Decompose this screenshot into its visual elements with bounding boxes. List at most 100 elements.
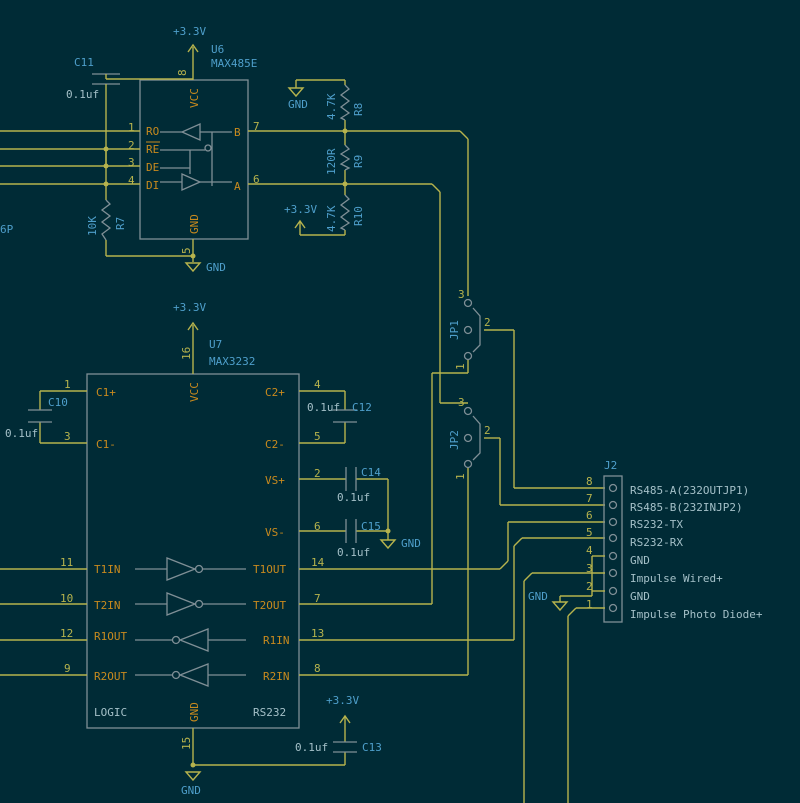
svg-text:6: 6 xyxy=(586,509,593,522)
jp1-pin1: 1 xyxy=(454,363,467,370)
u7-pin-t2out: T2OUT xyxy=(253,599,286,612)
r7-ref: R7 xyxy=(114,217,127,230)
u7-gnd-symbol: GND xyxy=(181,771,202,797)
jp1-jumper[interactable]: 3 2 1 JP1 xyxy=(448,288,491,373)
u7-pnum-2: 2 xyxy=(314,467,321,480)
vs-gnd-symbol: GND xyxy=(379,531,421,550)
j2-pin-7-label: RS485-B(232INJP2) xyxy=(630,501,743,514)
u7-gnd-num: 15 xyxy=(180,737,193,750)
u6-max485e[interactable]: U6 MAX485E VCC 8 GND 5 RO RE DE DI 1 2 3… xyxy=(128,43,260,254)
u7-pnum-8: 8 xyxy=(314,662,321,675)
u6-wires xyxy=(0,47,469,404)
u7-wires xyxy=(0,325,605,766)
c11-value: 0.1uf xyxy=(66,88,99,101)
u7-pin-t1in: T1IN xyxy=(94,563,121,576)
j2-pin-8: 8 RS485-A(232OUTJP1) xyxy=(586,475,749,497)
j2-pin-3-label: Impulse Wired+ xyxy=(630,572,723,585)
r7-resistor[interactable]: 10K R7 xyxy=(86,199,127,241)
j2-pin-4-label: GND xyxy=(630,554,650,567)
r10-resistor[interactable]: 4.7K R10 xyxy=(325,194,365,232)
u7-value: MAX3232 xyxy=(209,355,255,368)
u7-pnum-14: 14 xyxy=(311,556,325,569)
u6-vcc-pin: VCC xyxy=(188,88,201,108)
u6-pnum-7: 7 xyxy=(253,120,260,133)
u6-ref: U6 xyxy=(211,43,224,56)
c11-capacitor[interactable]: C11 0.1uf xyxy=(66,56,120,101)
u7-pnum-3: 3 xyxy=(64,430,71,443)
c13-value: 0.1uf xyxy=(295,741,328,754)
svg-text:1: 1 xyxy=(586,598,593,611)
u7-pnum-1: 1 xyxy=(64,378,71,391)
c10-ref: C10 xyxy=(48,396,68,409)
j2-gnd-symbol: GND xyxy=(528,590,569,612)
r10-vcc-symbol: +3.3V xyxy=(284,203,317,229)
r9-value: 120R xyxy=(325,148,338,175)
j2-pin-6-label: RS232-TX xyxy=(630,518,683,531)
j2-pin-5-label: RS232-RX xyxy=(630,536,683,549)
u7-gnd-label: GND xyxy=(181,784,201,797)
c12-ref: C12 xyxy=(352,401,372,414)
jp2-ref: JP2 xyxy=(448,430,461,450)
u6-pnum-1: 1 xyxy=(128,121,135,134)
r8-resistor[interactable]: 4.7K R8 xyxy=(325,84,365,121)
u7-gnd-pin: GND xyxy=(188,702,201,722)
c15-capacitor[interactable]: C15 0.1uf xyxy=(337,519,381,559)
svg-text:3: 3 xyxy=(586,562,593,575)
u6-pin-b: B xyxy=(234,126,241,139)
u7-pin-t1out: T1OUT xyxy=(253,563,286,576)
c14-ref: C14 xyxy=(361,466,381,479)
u6-pin-di: DI xyxy=(146,179,159,192)
j2-pin-2: 2 GND xyxy=(586,580,650,603)
c13-capacitor[interactable]: C13 0.1uf xyxy=(295,741,382,754)
c15-value: 0.1uf xyxy=(337,546,370,559)
r9-resistor[interactable]: 120R R9 xyxy=(325,144,365,175)
u7-pnum-5: 5 xyxy=(314,430,321,443)
svg-text:5: 5 xyxy=(586,526,593,539)
u7-pnum-7: 7 xyxy=(314,592,321,605)
jp2-pin3: 3 xyxy=(458,396,465,409)
j2-pin-2-label: GND xyxy=(630,590,650,603)
jp1-pin3: 3 xyxy=(458,288,465,301)
r7-value: 10K xyxy=(86,216,99,236)
svg-text:4: 4 xyxy=(586,544,593,557)
r8-ref: R8 xyxy=(352,103,365,116)
u7-junctions xyxy=(190,528,391,768)
u7-pin-c1m: C1- xyxy=(96,438,116,451)
u7-logic-label: LOGIC xyxy=(94,706,127,719)
j2-gnd-label: GND xyxy=(528,590,548,603)
offpage-net-fragment: 6P xyxy=(0,223,14,236)
jp2-jumper[interactable]: 3 2 1 JP2 xyxy=(448,396,491,605)
u7-max3232[interactable]: U7 MAX3232 VCC 16 GND 15 LOGIC RS232 C1+… xyxy=(60,338,325,750)
u6-junctions xyxy=(103,128,348,259)
u7-pin-c2p: C2+ xyxy=(265,386,285,399)
c12-capacitor[interactable]: C12 0.1uf xyxy=(307,401,372,423)
j2-connector[interactable]: J2 8 RS485-A(232OUTJP1) 7 RS485-B(232INJ… xyxy=(586,459,763,623)
u6-gnd-symbol: GND xyxy=(184,261,226,274)
c11-ref: C11 xyxy=(74,56,94,69)
j2-wires xyxy=(523,555,605,803)
u6-pnum-2: 2 xyxy=(128,139,135,152)
r10-ref: R10 xyxy=(352,206,365,226)
c10-capacitor[interactable]: C10 0.1uf xyxy=(5,396,68,440)
u7-vcc-num: 16 xyxy=(180,347,193,360)
c10-value: 0.1uf xyxy=(5,427,38,440)
jp1-pin2: 2 xyxy=(484,316,491,329)
u7-pin-vsm: VS- xyxy=(265,526,285,539)
u7-pnum-11: 11 xyxy=(60,556,73,569)
c14-capacitor[interactable]: C14 0.1uf xyxy=(337,466,381,504)
u7-vcc-label: +3.3V xyxy=(173,301,206,314)
u6-pin-ro: RO xyxy=(146,125,159,138)
u7-pin-c2m: C2- xyxy=(265,438,285,451)
c13-ref: C13 xyxy=(362,741,382,754)
jp2-pin1: 1 xyxy=(454,473,467,480)
u6-pin-a: A xyxy=(234,180,241,193)
u7-internal-buffers-icon xyxy=(135,557,246,687)
u7-rs232-label: RS232 xyxy=(253,706,286,719)
jp2-pin2: 2 xyxy=(484,424,491,437)
u6-pin-re: RE xyxy=(146,143,159,156)
u7-pnum-6: 6 xyxy=(314,520,321,533)
j2-pin-5: 5 RS232-RX xyxy=(586,526,683,549)
r8-gnd-label: GND xyxy=(288,98,308,111)
j2-pin-6: 6 RS232-TX xyxy=(586,509,683,531)
